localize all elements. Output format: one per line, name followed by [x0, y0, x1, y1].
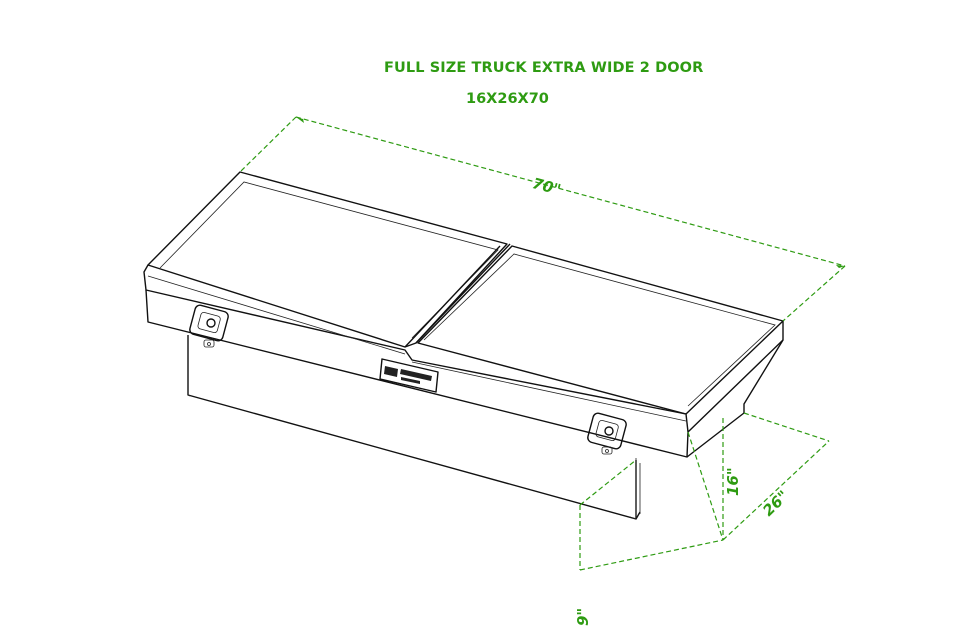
drawing-subtitle: 16X26X70	[466, 91, 549, 107]
toolbox	[143, 171, 784, 520]
drawing-title: FULL SIZE TRUCK EXTRA WIDE 2 DOOR	[384, 60, 704, 76]
depth-dimension-line	[722, 440, 830, 541]
front-lid-lip	[143, 264, 784, 433]
height-label: 16"	[724, 467, 742, 496]
left-lid	[147, 171, 508, 348]
lid-seam	[404, 243, 511, 348]
latch-right	[587, 412, 627, 455]
depth-label: 26"	[759, 487, 792, 520]
lower-height-dimension-line	[579, 459, 724, 571]
brand-nameplate-logo	[379, 358, 439, 393]
right-lid	[417, 245, 784, 415]
length-label: 70"	[530, 174, 562, 199]
length-dimension-line	[295, 116, 846, 267]
dimension-annotations	[239, 116, 846, 571]
latch-left	[189, 304, 229, 348]
lower-height-label: 9"	[574, 608, 592, 626]
